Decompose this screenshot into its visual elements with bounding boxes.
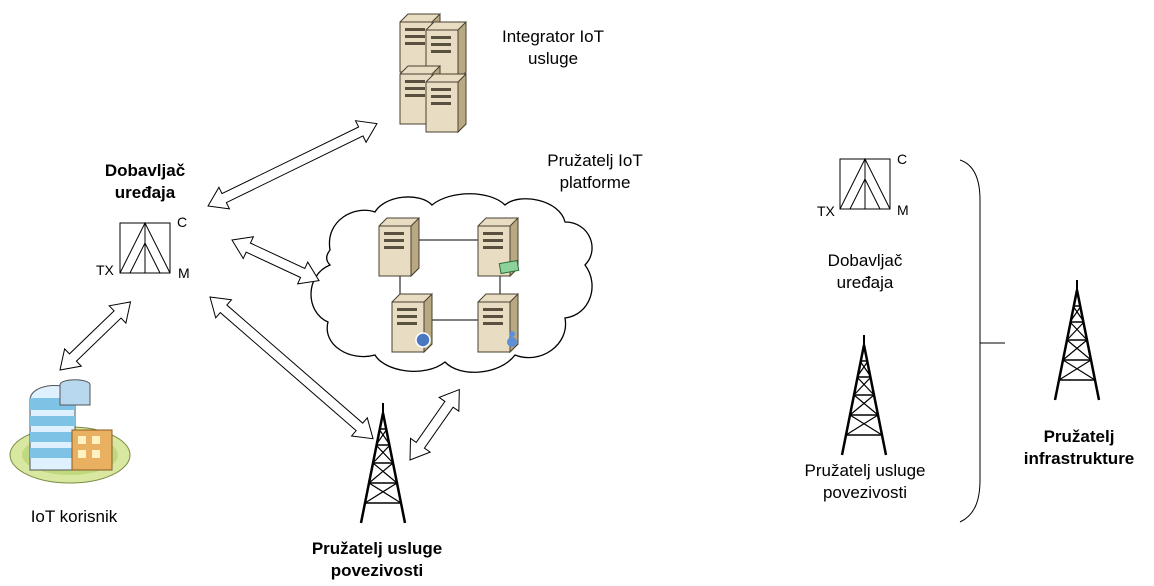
- arrow-device-platform: [231, 236, 320, 285]
- money-icon: [498, 259, 520, 275]
- server-icon: [378, 217, 420, 277]
- building-icon: [9, 379, 131, 484]
- radio-tower-icon: [840, 333, 888, 457]
- device-icon: [839, 157, 891, 210]
- cloud-icon: [310, 193, 593, 373]
- integrator-label: Integrator IoT usluge: [501, 27, 605, 68]
- arrows: [59, 120, 460, 461]
- platform-servers: [378, 217, 520, 353]
- infrastructure-provider-label: Pružatelj infrastrukture: [1023, 427, 1135, 468]
- arrow-device-connectivity: [209, 296, 374, 440]
- bracket: [959, 159, 981, 523]
- device-tx-label: TX: [96, 262, 114, 278]
- right-connectivity-provider-label: Pružatelj usluge povezivosti: [804, 461, 926, 502]
- arrow-device-user: [59, 301, 132, 371]
- right-device-m-label: M: [897, 202, 909, 218]
- connectivity-provider-label: Pružatelj usluge povezivosti: [311, 539, 443, 580]
- right-device-c-label: C: [897, 151, 908, 167]
- iot-user-label: IoT korisnik: [30, 507, 118, 526]
- integrator-server-group: [399, 13, 467, 133]
- arrow-connectivity-platform: [409, 388, 460, 461]
- platform-label: Pružatelj IoT platforme: [547, 151, 643, 192]
- device-icon: [119, 221, 171, 274]
- right-device-provider-label: Dobavljač uređaja: [827, 251, 903, 292]
- arrow-device-integrator: [207, 120, 378, 210]
- user-icon: [507, 337, 517, 347]
- device-c-label: C: [177, 214, 188, 230]
- device-m-label: M: [178, 265, 190, 281]
- right-device-tx-label: TX: [817, 203, 835, 219]
- device-provider-label: Dobavljač uređaja: [104, 161, 186, 202]
- server-icon: [425, 73, 467, 133]
- radio-tower-icon: [1053, 278, 1101, 402]
- globe-icon: [415, 332, 431, 348]
